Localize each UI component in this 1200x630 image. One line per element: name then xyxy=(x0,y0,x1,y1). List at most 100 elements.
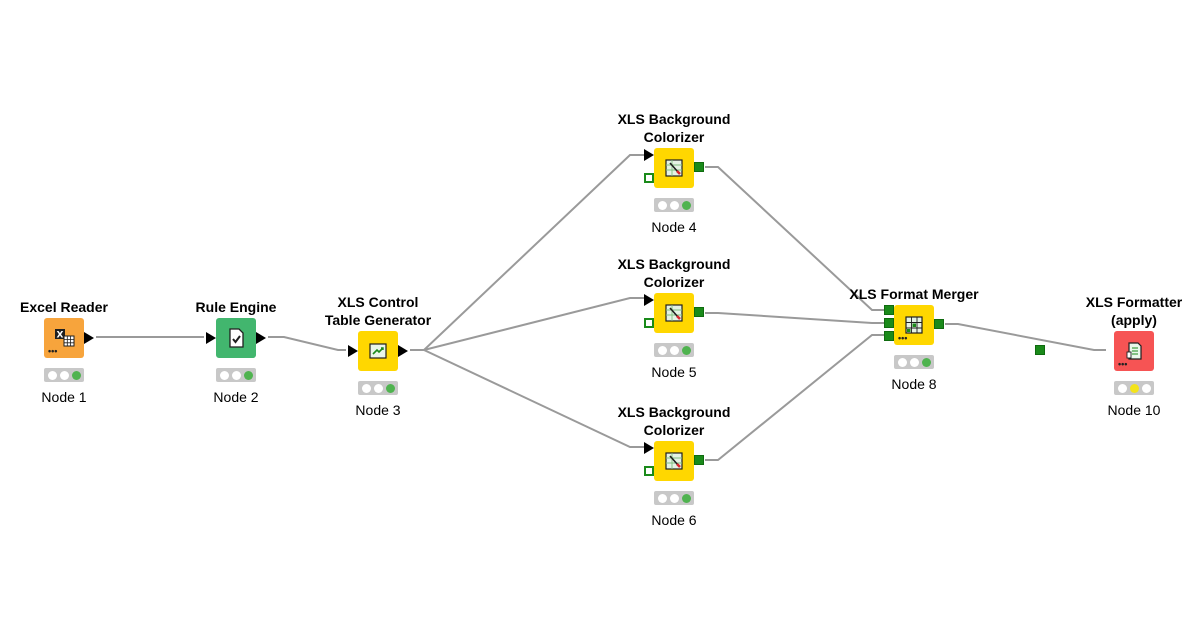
node-label[interactable]: Node 3 xyxy=(355,402,401,418)
node-title: Rule Engine xyxy=(195,299,277,315)
status-light-yellow xyxy=(669,200,679,210)
node-xls-background-colorizer-4[interactable]: XLS Background Colorizer Node 4 xyxy=(604,111,744,236)
node-label[interactable]: Node 6 xyxy=(651,512,697,528)
status-light-yellow xyxy=(1129,383,1139,393)
colorizer-icon xyxy=(665,452,683,470)
node-xls-formatter-apply[interactable]: XLS Formatter (apply) ••• Node 10 xyxy=(1035,294,1200,419)
status-light-red xyxy=(219,370,229,380)
status-light-yellow xyxy=(373,383,383,393)
status-light-red xyxy=(897,357,907,367)
status-light-red xyxy=(47,370,57,380)
excel-reader-icon: X xyxy=(55,329,75,347)
node-title: XLS Background Colorizer xyxy=(617,111,731,145)
status-light-red xyxy=(657,345,667,355)
input-port-1[interactable] xyxy=(884,305,894,315)
status-indicator xyxy=(654,198,694,212)
input-port[interactable] xyxy=(644,294,654,306)
status-light-yellow xyxy=(59,370,69,380)
connection-n6-n8[interactable] xyxy=(705,334,884,461)
node-icon-box[interactable] xyxy=(358,331,398,371)
input-port-3[interactable] xyxy=(884,331,894,341)
connection-n2-n3[interactable] xyxy=(268,336,346,351)
formatter-apply-icon xyxy=(1126,342,1142,360)
input-port-optional[interactable] xyxy=(644,318,654,328)
connection-n5-n8[interactable] xyxy=(705,312,884,324)
node-excel-reader[interactable]: Excel Reader X ••• Node 1 xyxy=(0,299,134,406)
node-label[interactable]: Node 5 xyxy=(651,364,697,380)
status-light-yellow xyxy=(669,493,679,503)
node-icon-box[interactable] xyxy=(654,148,694,188)
node-xls-background-colorizer-5[interactable]: XLS Background Colorizer Node 5 xyxy=(604,256,744,381)
connection-n3-n6[interactable] xyxy=(410,349,644,448)
status-indicator xyxy=(894,355,934,369)
node-title: XLS Background Colorizer xyxy=(617,404,731,438)
node-rule-engine[interactable]: Rule Engine Node 2 xyxy=(166,299,306,406)
svg-text:X: X xyxy=(57,331,64,341)
status-indicator xyxy=(44,368,84,382)
node-label[interactable]: Node 1 xyxy=(41,389,87,405)
colorizer-icon xyxy=(665,304,683,322)
output-port[interactable] xyxy=(256,332,266,344)
status-light-yellow xyxy=(231,370,241,380)
input-port[interactable] xyxy=(1035,345,1045,355)
output-port[interactable] xyxy=(694,455,704,465)
input-port[interactable] xyxy=(348,345,358,357)
node-icon-box[interactable]: ••• xyxy=(1114,331,1154,371)
input-port-optional[interactable] xyxy=(644,466,654,476)
colorizer-icon xyxy=(665,159,683,177)
node-icon-box[interactable] xyxy=(654,293,694,333)
node-label[interactable]: Node 10 xyxy=(1107,402,1161,418)
status-indicator xyxy=(216,368,256,382)
node-title: XLS Format Merger xyxy=(849,286,979,302)
status-light-red xyxy=(361,383,371,393)
connection-n4-n8[interactable] xyxy=(705,166,884,311)
node-label[interactable]: Node 2 xyxy=(213,389,259,405)
input-port[interactable] xyxy=(206,332,216,344)
status-light-green xyxy=(681,493,691,503)
dialog-dots-icon: ••• xyxy=(898,333,908,343)
node-icon-box[interactable] xyxy=(654,441,694,481)
status-light-red xyxy=(657,493,667,503)
node-label[interactable]: Node 8 xyxy=(891,376,937,392)
output-port[interactable] xyxy=(398,345,408,357)
output-port[interactable] xyxy=(934,319,944,329)
node-icon-box[interactable]: X ••• xyxy=(44,318,84,358)
status-light-yellow xyxy=(669,345,679,355)
input-port-optional[interactable] xyxy=(644,173,654,183)
table-generator-icon xyxy=(369,343,387,359)
node-xls-control-table-generator[interactable]: XLS Control Table Generator Node 3 xyxy=(308,294,448,419)
connection-n8-n10[interactable] xyxy=(945,323,1106,351)
document-check-icon xyxy=(229,328,244,348)
node-title: XLS Background Colorizer xyxy=(617,256,731,290)
status-light-green xyxy=(921,357,931,367)
node-xls-format-merger[interactable]: XLS Format Merger ••• Node 8 xyxy=(844,286,984,393)
output-port[interactable] xyxy=(84,332,94,344)
status-light-green xyxy=(71,370,81,380)
status-light-green xyxy=(1141,383,1151,393)
status-light-green xyxy=(681,200,691,210)
merger-icon xyxy=(905,316,923,334)
status-light-green xyxy=(385,383,395,393)
node-xls-background-colorizer-6[interactable]: XLS Background Colorizer Node 6 xyxy=(604,404,744,529)
dialog-dots-icon: ••• xyxy=(1118,359,1128,369)
status-indicator xyxy=(1114,381,1154,395)
status-indicator xyxy=(654,491,694,505)
input-port[interactable] xyxy=(644,149,654,161)
status-light-red xyxy=(1117,383,1127,393)
dialog-dots-icon: ••• xyxy=(48,346,58,356)
input-port[interactable] xyxy=(644,442,654,454)
status-indicator xyxy=(654,343,694,357)
node-title: XLS Control Table Generator xyxy=(324,294,432,328)
node-icon-box[interactable]: ••• xyxy=(894,305,934,345)
input-port-2[interactable] xyxy=(884,318,894,328)
node-icon-box[interactable] xyxy=(216,318,256,358)
output-port[interactable] xyxy=(694,162,704,172)
status-light-yellow xyxy=(909,357,919,367)
output-port[interactable] xyxy=(694,307,704,317)
status-light-green xyxy=(243,370,253,380)
node-label[interactable]: Node 4 xyxy=(651,219,697,235)
status-light-green xyxy=(681,345,691,355)
status-indicator xyxy=(358,381,398,395)
node-title: Excel Reader xyxy=(20,299,108,315)
